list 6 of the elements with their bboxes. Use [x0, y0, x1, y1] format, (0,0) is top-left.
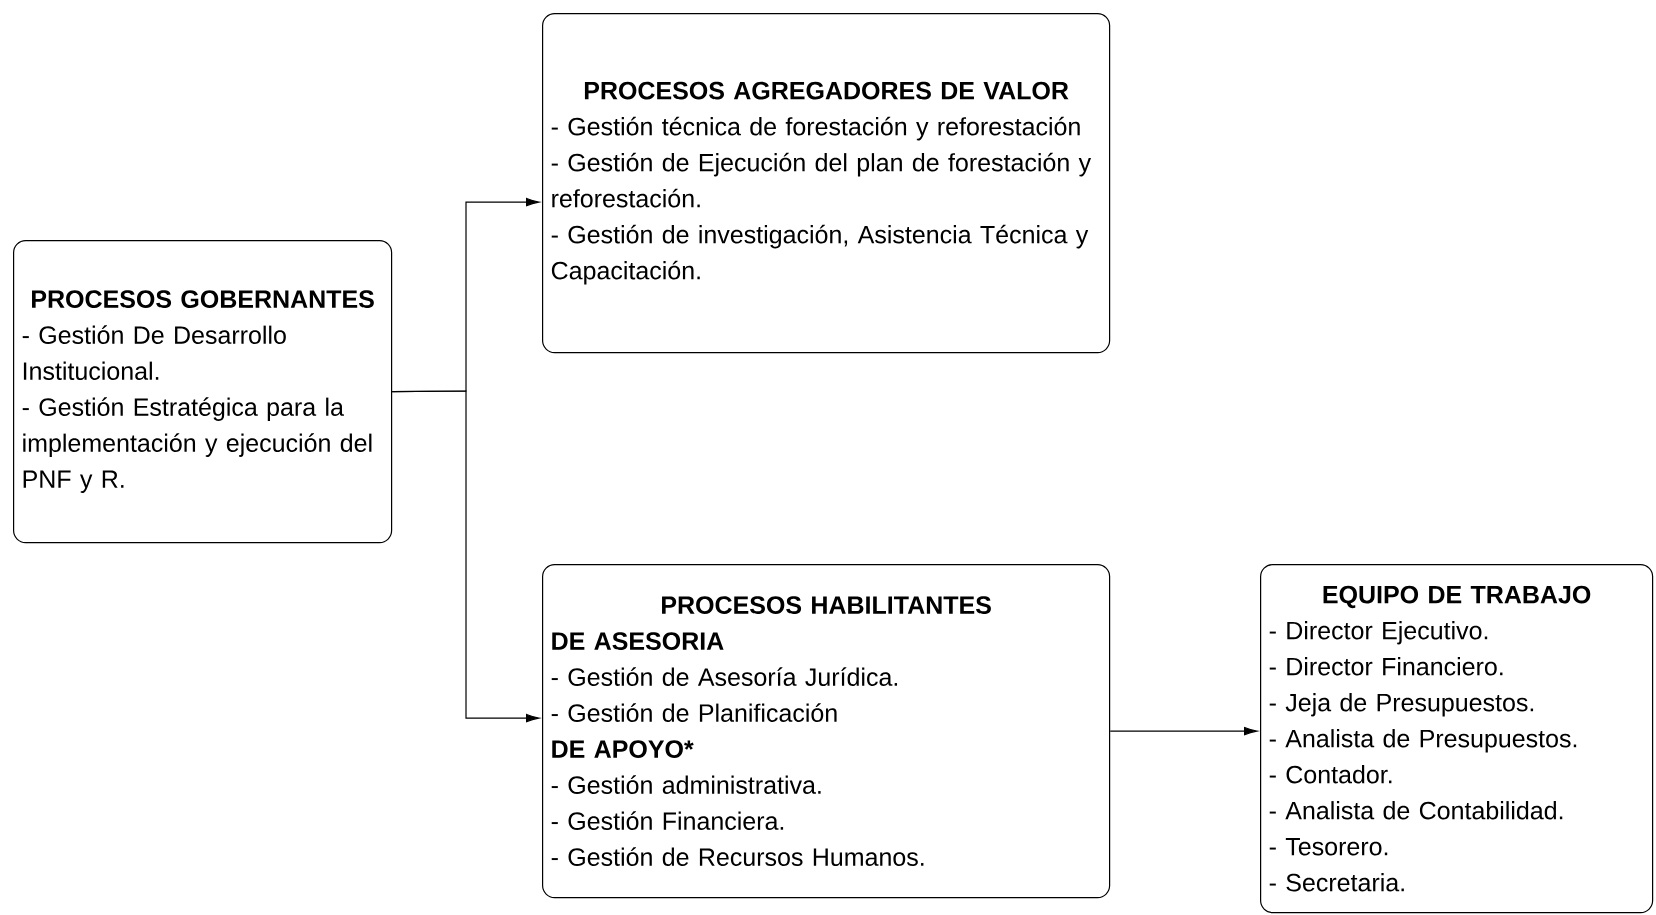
process-box: PROCESOS GOBERNANTES - Gestión De Desarrollo Institucional. - Gestión Estratégica para la implementación y ejecución del PNF y R. — [13, 240, 393, 544]
process-box: PROCESOS HABILITANTES DE ASESORIA - Gestión de Asesoría Jurídica. - Gestión de Planificación DE APOYO* - Gestión administrativa. - Gestión Financiera. - Gestión de Recursos Humanos. — [542, 564, 1111, 899]
process-box: EQUIPO DE TRABAJO - Director Ejecutivo. - Director Financiero. - Jeja de Presupuestos. - Analista de Presupuestos. - Contador. - Analista de Contabilidad. - Tesorero. - Secretaria. — [1260, 564, 1654, 914]
arrow — [1109, 726, 1258, 736]
arrow — [391, 390, 540, 723]
process-box: PROCESOS AGREGADORES DE VALOR - Gestión técnica de forestación y reforestación - Gestión de Ejecución del plan de forestación y reforestación. - Gestión de investigación, Asistencia Técnica y Capacitación. — [542, 13, 1111, 354]
